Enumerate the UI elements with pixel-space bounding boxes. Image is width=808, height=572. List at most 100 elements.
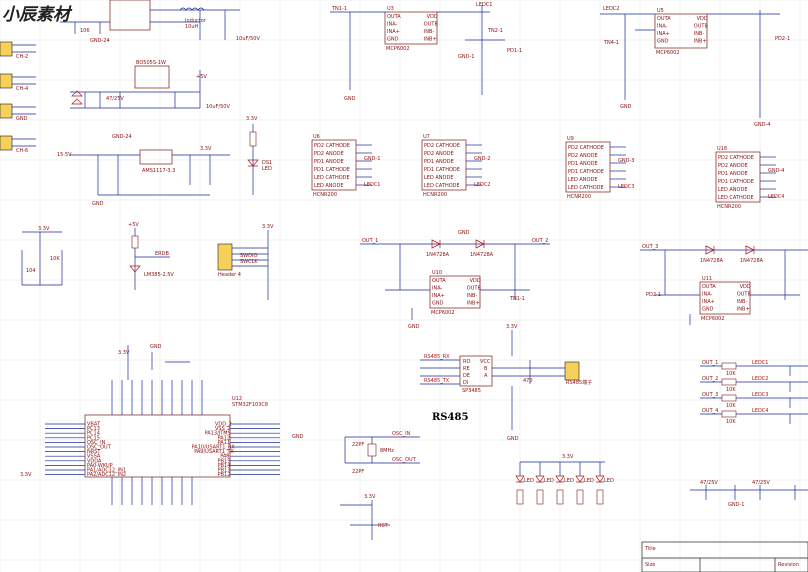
tn4-net: TN4-1 — [603, 40, 619, 46]
zener-diodes-b — [705, 245, 755, 255]
u5-gnd: GND — [620, 104, 632, 110]
rs485-di: DI — [463, 380, 468, 386]
mcu-left-pin-label: OSC_OUT — [87, 445, 112, 451]
mcu-left-pin-label: VSSA — [87, 454, 101, 460]
opamp-pin-label: OUTB — [467, 286, 482, 292]
u5-gnd4: GND-4 — [754, 122, 770, 128]
optocoupler-pin-label: PD2 CATHODE — [568, 145, 604, 151]
opamp-pin-label: OUTB — [694, 24, 709, 30]
ledc2-net: LEDC2 — [603, 6, 619, 12]
crystal-symbol — [367, 443, 377, 457]
optocoupler-pin-label: LED CATHODE — [568, 185, 604, 191]
optocoupler-pin-label: PD1 CATHODE — [424, 167, 460, 173]
output-net-label: OUT_3 — [702, 392, 718, 398]
opamp-pin-label: OUTB — [737, 292, 752, 298]
optocoupler-box — [421, 139, 467, 191]
connector-ch4-label: CH-4 — [16, 86, 28, 92]
opamp-pin-label: INB- — [694, 31, 705, 37]
output-resistor — [721, 378, 737, 386]
rs485-vcc: VCC — [480, 359, 491, 365]
zener-diodes-a — [431, 239, 485, 249]
opamp-pin-label: GND — [432, 301, 444, 307]
zener-b: 1N4728A — [470, 252, 494, 258]
u10-part: MCP6002 — [431, 310, 455, 316]
header4-supply: 3.3V — [262, 224, 274, 230]
title-block-title: Title — [644, 546, 656, 552]
optocoupler-ref: U18 — [717, 146, 727, 152]
rs485-a: A — [484, 373, 488, 379]
opamp-pin-label: INA+ — [432, 293, 445, 299]
optocoupler-ledc: LEDC4 — [768, 194, 784, 200]
optocoupler-box — [715, 151, 761, 203]
dcdc-top-box — [109, 0, 151, 31]
optocoupler-pin-label: PD1 ANODE — [424, 159, 454, 165]
led-ref: DS1 — [262, 160, 272, 166]
connector-gnd — [0, 103, 13, 119]
title-block-revision: Revision — [778, 562, 799, 568]
rs485-supply: 3.3V — [506, 324, 518, 330]
regulator-label: AMS1117-3.3 — [142, 168, 175, 174]
v15-net: 15.5V — [57, 152, 72, 158]
opamp-pin-label: OUTA — [432, 278, 446, 284]
mcu-right-pin-label: PA9/USART1_TX — [194, 449, 234, 455]
mcu-right-pin-label: PA10/USART1_RX — [192, 445, 236, 451]
u5-box — [654, 13, 708, 49]
zener-d: 1N4728A — [740, 258, 764, 264]
optocoupler-box — [565, 141, 611, 193]
mcu-left-pin-label: PA2/ADC12_IN2 — [87, 472, 126, 478]
zener-c: 1N4728A — [700, 258, 724, 264]
opamp-pin-label: INA- — [387, 22, 398, 28]
crystal-section: 8MHz 22PF 22PF OSC_IN OSC_OUT 3.3V RST — [340, 431, 420, 540]
mcu-part: STM32F103C8 — [232, 402, 268, 408]
mcu-supply: 3.3V — [118, 350, 130, 356]
opamp-pin-label: OUTB — [424, 22, 439, 28]
swdio-net: SWDIO — [240, 253, 257, 259]
title-block-size: Size — [645, 562, 655, 568]
led-supply: 3.3V — [246, 116, 258, 122]
optocoupler-pin-label: PD2 CATHODE — [314, 143, 350, 149]
led-resistor — [556, 489, 564, 505]
crystal-label: 8MHz — [380, 448, 394, 454]
out3-net: OUT_3 — [642, 244, 658, 250]
optocoupler-pin-label: LED ANODE — [314, 183, 344, 189]
output-resistor — [721, 410, 737, 418]
bulk-cap-b: 47/25V — [752, 480, 770, 486]
optocoupler-ledc: LEDC3 — [618, 184, 634, 190]
output-filter-block: OUT_110KLEDC1OUT_210KLEDC2OUT_310KLEDC3O… — [700, 360, 808, 425]
optocoupler-gnd: GND-3 — [618, 158, 634, 164]
mcu-right-pin-label: VDD_2 — [215, 422, 232, 428]
mcu-ref: U12 — [232, 396, 242, 402]
optocoupler-pin-label: LED CATHODE — [314, 175, 350, 181]
opamp-pin-label: INB+ — [424, 37, 437, 43]
mcu-right-pin-label: PB13 — [218, 468, 231, 474]
u11-part: MCP6002 — [701, 316, 725, 322]
mcu-right-pin-label: PB14 — [218, 463, 231, 469]
opamp-pin-label: INB- — [424, 29, 435, 35]
lm385-supply: +5V — [128, 222, 139, 228]
output-net-label: OUT_2 — [702, 376, 718, 382]
led-resistor — [516, 489, 524, 505]
optocoupler-part: HCNR200 — [717, 204, 741, 210]
mcu-right-pin-label: PB15 — [218, 458, 231, 464]
opamp-pin-label: GND — [702, 307, 714, 313]
left-connectors: CH-2 CH-4 GND CH-6 — [0, 41, 36, 154]
opamp-ref: U11 — [702, 276, 712, 282]
rst-net: RST — [378, 523, 389, 529]
connector-ch6 — [0, 135, 13, 151]
inductor-value: 10uH — [185, 24, 199, 30]
opamp-pin-label: INA+ — [657, 31, 670, 37]
cap-106-label: 106 — [80, 28, 90, 34]
rs485-tx-net: RS485_TX — [424, 378, 450, 384]
vplus5: +5V — [196, 74, 207, 80]
inductor-symbol — [179, 7, 205, 11]
optocoupler-pin-label: PD1 ANODE — [314, 159, 344, 165]
mcu-right-pin-label: PB12 — [218, 472, 231, 478]
header4 — [217, 243, 233, 271]
optocoupler-pin-label: PD2 ANODE — [314, 151, 344, 157]
u3-box — [384, 11, 438, 45]
rs485-de: DE — [463, 373, 470, 379]
opamp-pin-label: INB- — [467, 293, 478, 299]
optocoupler-pin-label: LED CATHODE — [424, 183, 460, 189]
